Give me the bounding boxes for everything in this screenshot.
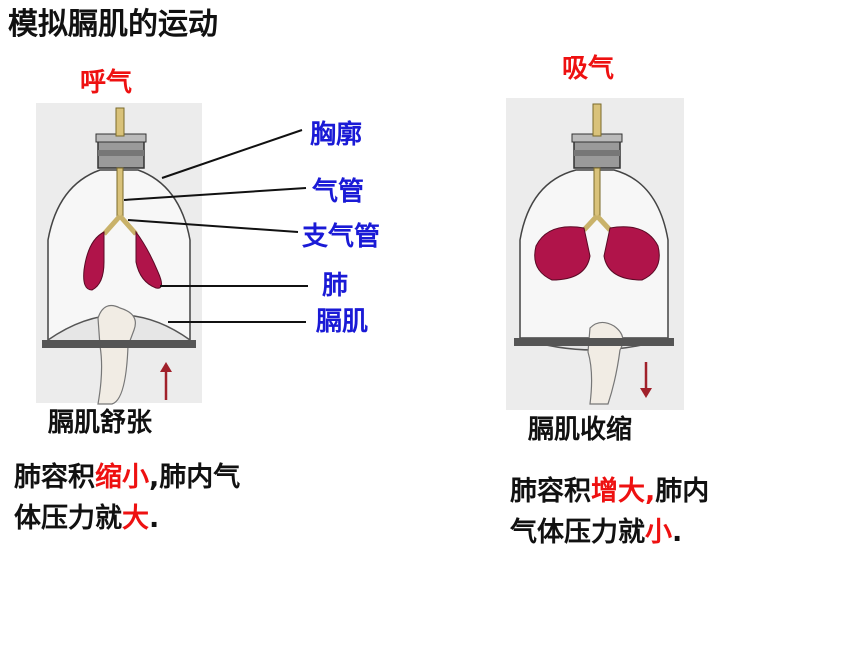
inhale-model	[506, 98, 684, 410]
inhale-line-2: 气体压力就小.	[510, 516, 683, 548]
label-lung: 肺	[322, 271, 349, 301]
leader-trachea	[123, 187, 307, 201]
inhale-line-1: 肺容积增大,肺内	[510, 476, 710, 507]
exhale-bronchi	[102, 214, 138, 236]
exhale-left-lung	[83, 231, 105, 291]
label-diaphragm: 膈肌	[316, 307, 369, 337]
inhale-caption: 膈肌收缩	[528, 415, 633, 445]
exhale-line-1: 肺容积缩小,肺内气	[14, 462, 241, 493]
inhale-left-lung	[534, 226, 591, 281]
exhale-line-2: 体压力就大.	[14, 502, 160, 534]
exhale-tube-top	[115, 107, 125, 137]
exhale-model	[36, 103, 308, 405]
inhale-right-lung	[603, 226, 660, 281]
inhale-bronchi	[582, 214, 612, 232]
exhale-base	[42, 340, 196, 348]
leader-bronchus	[127, 219, 299, 233]
exhale-caption: 膈肌舒张	[48, 408, 153, 438]
exhale-trachea	[116, 167, 124, 219]
exhale-explanation: 肺容积缩小,肺内气 体压力就大.	[14, 458, 240, 539]
inhale-trachea	[593, 167, 601, 219]
inhale-tube-top	[592, 103, 602, 137]
label-trachea: 气管	[312, 177, 365, 207]
leader-thorax	[161, 129, 303, 179]
inhale-heading: 吸气	[562, 54, 615, 84]
inhale-explanation: 肺容积增大,肺内 气体压力就小.	[510, 472, 709, 553]
label-bronchus: 支气管	[302, 222, 381, 252]
label-thorax: 胸廓	[310, 120, 363, 150]
exhale-heading: 呼气	[80, 68, 133, 98]
page-title: 模拟膈肌的运动	[8, 7, 218, 42]
inhale-base	[514, 338, 674, 346]
